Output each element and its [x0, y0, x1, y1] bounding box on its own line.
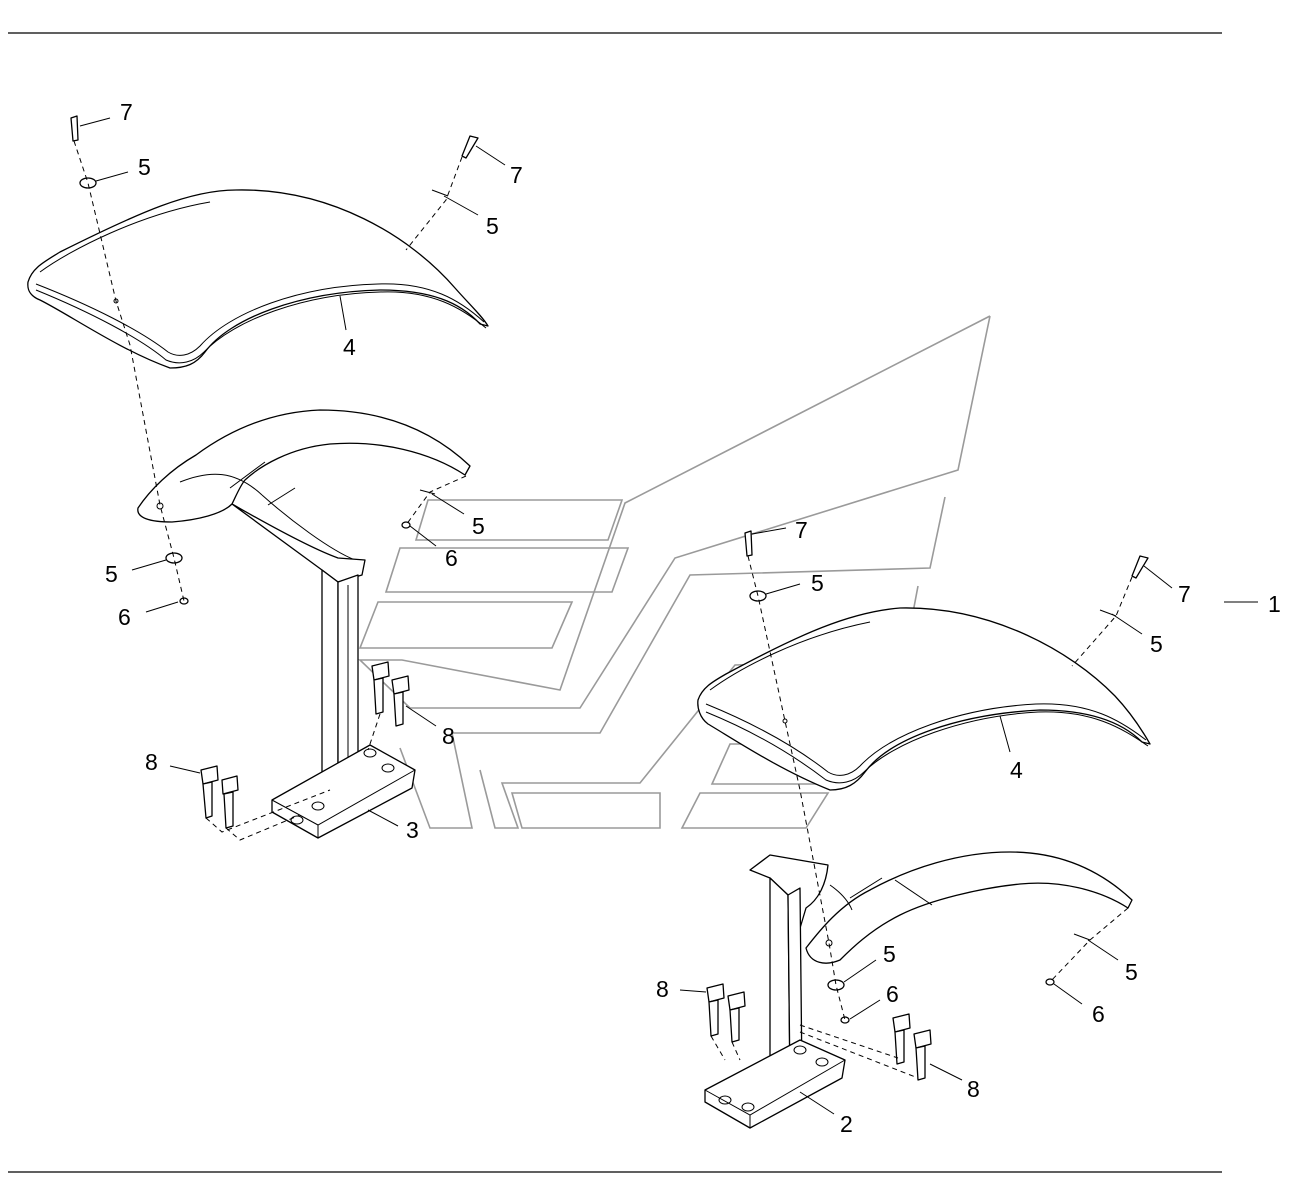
bracket-arm-right: [805, 851, 1133, 964]
base-plate-right: [704, 1039, 846, 1129]
callout-5-right-top: 5: [811, 570, 824, 596]
bracket-arm-left: [137, 409, 471, 523]
right-fender-assembly: [697, 530, 1151, 1129]
callout-8-right-right: 8: [967, 1076, 980, 1102]
callout-2: 2: [840, 1111, 853, 1137]
watermark-logo: [358, 315, 991, 829]
fender-left: [27, 189, 489, 369]
bolt-8-left-c: [371, 661, 390, 715]
callout-5-left-top: 5: [138, 154, 151, 180]
bolt-8-left-a: [200, 765, 219, 819]
callout-6-right-right: 6: [1092, 1001, 1105, 1027]
nut-6-right: [840, 1016, 850, 1024]
bolt-8-right-c: [892, 1013, 911, 1065]
callout-6-right-mid: 6: [886, 981, 899, 1007]
callout-7-right-top: 7: [795, 517, 808, 543]
callout-8-left-right: 8: [442, 723, 455, 749]
washer-5-left-top: [79, 177, 97, 189]
callout-5-right-brace: 5: [1125, 959, 1138, 985]
screw-7-left-top: [70, 115, 79, 142]
nut-6-right-right: [1045, 978, 1055, 986]
base-plate-left: [271, 744, 416, 839]
callout-5-right-topright: 5: [1150, 631, 1163, 657]
fender-right: [697, 607, 1151, 791]
nut-6-left-right: [401, 521, 411, 529]
callout-1: 1: [1268, 591, 1281, 617]
callout-7-left-top: 7: [120, 99, 133, 125]
screw-7-right-topright: [1131, 555, 1149, 579]
callout-7-left-topright: 7: [510, 162, 523, 188]
callout-4-left: 4: [343, 334, 356, 360]
callout-4-right: 4: [1010, 757, 1023, 783]
bolt-8-left-d: [391, 675, 410, 727]
nut-6-left: [179, 597, 189, 605]
callout-6-left-right: 6: [445, 545, 458, 571]
washer-5-left-brace: [419, 489, 436, 495]
washer-5-right-top: [749, 590, 767, 602]
washer-5-left: [165, 552, 183, 564]
callout-8-right-left: 8: [656, 976, 669, 1002]
callout-3: 3: [406, 817, 419, 843]
callout-5-right-washer: 5: [883, 941, 896, 967]
bolt-8-left-b: [221, 775, 239, 829]
washer-5-right: [827, 979, 845, 991]
callout-5-left-brace: 5: [472, 513, 485, 539]
callout-numbers: 1 2 3 4 4 5 5 5 5 5 5 5 5 6 6 6 6 7 7 7 …: [105, 99, 1281, 1137]
left-fender-assembly: [27, 115, 489, 841]
washer-5-left-topright: [431, 189, 449, 197]
bolt-8-right-d: [913, 1029, 932, 1081]
callout-8-left-left: 8: [145, 749, 158, 775]
bolt-8-right-b: [727, 991, 746, 1043]
callout-7-right-topright: 7: [1178, 581, 1191, 607]
bracket-post-left: [231, 503, 366, 583]
screw-7-left-topright: [461, 135, 479, 159]
washer-5-right-brace: [1073, 933, 1091, 941]
callout-5-left-topright: 5: [486, 213, 499, 239]
callout-5-left-washer: 5: [105, 561, 118, 587]
bolt-8-right-a: [706, 983, 725, 1037]
screw-7-right-top: [744, 530, 753, 557]
callout-6-left-left: 6: [118, 604, 131, 630]
leader-lines: [79, 117, 1258, 1115]
